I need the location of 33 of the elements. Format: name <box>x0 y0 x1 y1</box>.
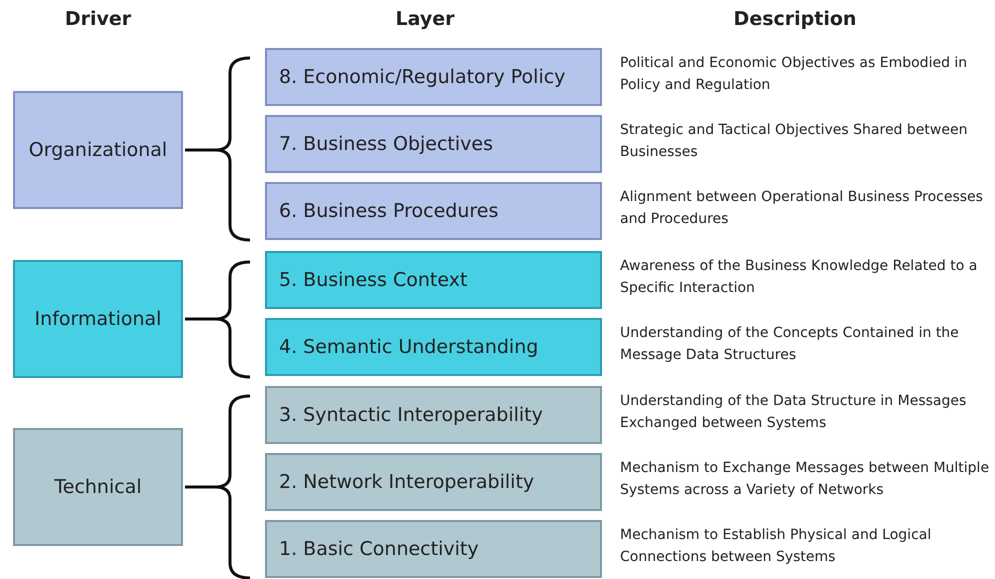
driver-name: Technical <box>54 476 142 498</box>
layer-box <box>265 318 602 376</box>
layer-box <box>265 115 602 173</box>
driver-box <box>13 428 183 546</box>
layer-box <box>265 386 602 444</box>
layer-box <box>265 182 602 240</box>
layer-box <box>265 251 602 309</box>
description-text: Mechanism to Exchange Messages between Multiple Systems across a Variety of Networks <box>620 459 990 500</box>
layer-name: 1. Basic Connectivity <box>279 538 479 560</box>
layer-name: 8. Economic/Regulatory Policy <box>279 66 566 88</box>
column-header: Driver <box>64 8 132 30</box>
description-text: Strategic and Tactical Objectives Shared between Businesses <box>620 121 968 162</box>
layer-name: 3. Syntactic Interoperability <box>279 404 543 426</box>
layer-name: 2. Network Interoperability <box>279 471 534 493</box>
layer-name: 4. Semantic Understanding <box>279 336 538 358</box>
column-header: Description <box>732 8 858 30</box>
layer-name: 7. Business Objectives <box>279 133 493 155</box>
description-text: Awareness of the Business Knowledge Related to a Specific Interaction <box>620 257 978 298</box>
description-text: Understanding of the Concepts Contained in the Message Data Structures <box>620 324 960 365</box>
column-header: Layer <box>394 8 456 30</box>
description-text: Political and Economic Objectives as Embodied in Policy and Regulation <box>620 54 968 95</box>
layer-box <box>265 48 602 106</box>
driver-name: Organizational <box>28 139 168 161</box>
layer-name: 5. Business Context <box>279 269 468 291</box>
driver-box <box>13 260 183 378</box>
driver-name: Informational <box>34 308 162 330</box>
layer-box <box>265 520 602 578</box>
layer-name: 6. Business Procedures <box>279 200 498 222</box>
description-text: Understanding of the Data Structure in Messages Exchanged between Systems <box>620 392 968 433</box>
description-text: Alignment between Operational Business Processes and Procedures <box>620 188 984 229</box>
layer-box <box>265 453 602 511</box>
driver-box <box>13 91 183 209</box>
description-text: Mechanism to Establish Physical and Logical Connections between Systems <box>620 526 932 567</box>
